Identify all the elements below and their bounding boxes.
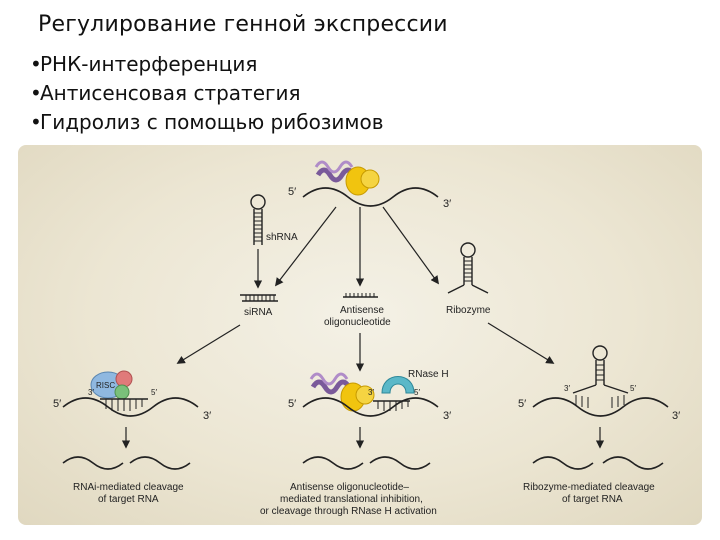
label-5prime: 5′ [288, 398, 296, 410]
label-3prime-small: 3′ [88, 388, 94, 397]
right-cleaved-rna [532, 456, 664, 470]
arrow-ribozyme-target [487, 322, 555, 364]
right-ribozyme-bound [572, 345, 629, 394]
antisense-oligo: Antisense oligonucleotide [324, 293, 391, 328]
label-shrna: shRNA [266, 232, 298, 243]
caption-rnai: RNAi-mediated cleavage [73, 482, 184, 493]
slide-title: Регулирование генной экспрессии [38, 12, 448, 37]
bullet-item: •Гидролиз с помощью рибозимов [30, 110, 384, 134]
caption-ribozyme: of target RNA [562, 494, 623, 505]
bullet-text: РНК-интерференция [40, 52, 258, 76]
label-3prime-small: 3′ [564, 384, 570, 393]
shrna-hairpin: shRNA [250, 194, 298, 245]
bullet-text: Антисенсовая стратегия [40, 81, 301, 105]
rnase-h-icon: RNase H [381, 369, 449, 394]
caption-antisense: mediated translational inhibition, [280, 494, 423, 505]
arrow-sirna-risc [176, 324, 241, 364]
middle-cleaved-rna [302, 456, 431, 470]
caption-antisense: or cleavage through RNase H activation [260, 506, 437, 517]
risc-complex: RISC [90, 370, 133, 400]
label-3prime: 3′ [672, 410, 680, 422]
bullet-item: •Антисенсовая стратегия [30, 81, 301, 105]
arrow-to-ribozyme [382, 206, 439, 285]
label-5prime: 5′ [518, 398, 526, 410]
label-5prime: 5′ [288, 186, 296, 198]
left-mrna-duplex: 5′ 3′ 5′ 3′ [53, 388, 211, 422]
sirna-duplex: siRNA [240, 294, 278, 318]
ribosome-icon [309, 372, 375, 412]
label-5prime-small: 5′ [630, 384, 636, 393]
label-sirna: siRNA [244, 307, 273, 318]
label-5prime: 5′ [53, 398, 61, 410]
ribosome-icon [314, 160, 380, 196]
bullet-item: •РНК-интерференция [30, 52, 258, 76]
ribozyme-hairpin: Ribozyme [446, 242, 491, 316]
label-5prime-small: 5′ [414, 388, 420, 397]
label-antisense: Antisense [340, 305, 384, 316]
label-ribozyme: Ribozyme [446, 305, 491, 316]
top-mrna: 5′ 3′ [288, 186, 451, 210]
bullet-list: •РНК-интерференция •Антисенсовая стратег… [30, 50, 384, 137]
label-3prime-small: 3′ [368, 388, 374, 397]
caption-ribozyme: Ribozyme-mediated cleavage [523, 482, 655, 493]
diagram-canvas: 5′ 3′ shRNA Ribozyme s [53, 160, 680, 517]
caption-antisense: Antisense oligonucleotide– [290, 482, 409, 493]
gene-regulation-diagram: 5′ 3′ shRNA Ribozyme s [18, 145, 702, 525]
arrow-to-sirna [274, 206, 337, 287]
label-risc: RISC [96, 381, 115, 390]
label-3prime: 3′ [443, 198, 451, 210]
right-mrna-duplex: 5′ 3′ 5′ 3′ [518, 384, 680, 422]
label-3prime: 3′ [443, 410, 451, 422]
label-3prime: 3′ [203, 410, 211, 422]
label-5prime-small: 5′ [151, 388, 157, 397]
middle-mrna-duplex: 5′ 3′ 5′ 3′ [288, 388, 451, 422]
caption-rnai: of target RNA [98, 494, 159, 505]
label-rnase-h: RNase H [408, 369, 449, 380]
left-cleaved-rna [62, 456, 191, 470]
bullet-text: Гидролиз с помощью рибозимов [40, 110, 384, 134]
label-oligonucleotide: oligonucleotide [324, 317, 391, 328]
